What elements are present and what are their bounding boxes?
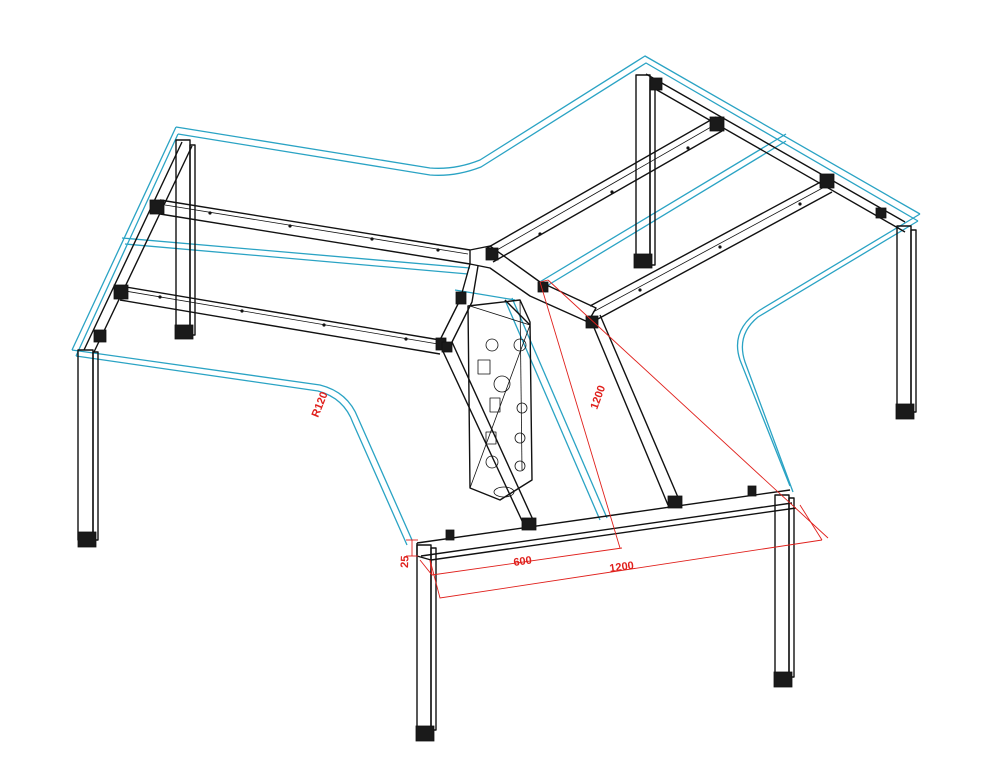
joint-brackets [93,77,887,541]
beam-right-front [589,177,833,321]
rail-front [416,489,797,561]
half-width-label: 600 [513,555,533,569]
bolt-holes [158,146,802,341]
depth-label: 1200 [589,384,609,411]
leg-left-front [77,349,99,548]
steel-frame [77,73,917,742]
thickness-label: 25 [399,555,411,568]
leg-front-left [415,544,437,742]
radius-label: R120 [310,390,331,419]
rail-right-outer [645,73,906,233]
leg-right-front [895,225,917,420]
dimension-lines [406,279,829,599]
leg-left-back [174,139,196,340]
beam-right-back [486,116,723,263]
tabletop-outline [71,55,921,546]
rail-left-outer [83,141,193,353]
beam-left-front [119,285,441,355]
leg-front-right [773,494,795,688]
beam-left-back [159,199,471,265]
beam-spine-left [439,341,535,526]
width-label: 1200 [609,560,635,575]
cable-tower [467,299,533,501]
beam-spine-right [589,314,681,506]
